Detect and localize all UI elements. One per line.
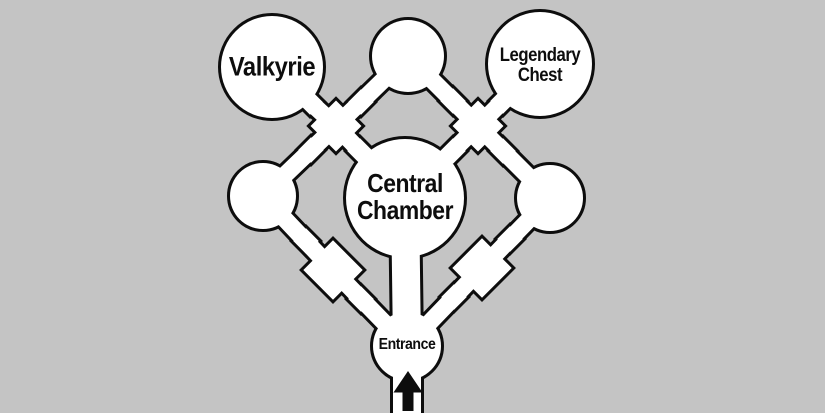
door-marker xyxy=(348,89,374,115)
room-label-central-chamber: Central Chamber xyxy=(356,168,454,225)
door-marker xyxy=(293,228,319,254)
room-legendary-chest xyxy=(488,12,592,116)
entrance-arrow-icon xyxy=(393,371,423,411)
door-marker xyxy=(440,88,466,114)
room-label-valkyrie: Valkyrie xyxy=(228,51,316,82)
door-marker xyxy=(298,137,324,163)
room-label-entrance: Entrance xyxy=(378,336,436,353)
room-entrance xyxy=(373,312,441,380)
room-central-chamber xyxy=(346,139,464,257)
room-label-legendary-chest: Legendary Chest xyxy=(500,46,581,86)
room-east-unlabeled xyxy=(517,165,583,231)
label-line: Chest xyxy=(517,65,563,86)
label-line: Legendary xyxy=(499,45,581,66)
door-marker xyxy=(441,284,467,310)
label-line: Chamber xyxy=(356,195,454,225)
door-marker xyxy=(497,226,523,252)
room-valkyrie xyxy=(221,16,323,118)
label-line: Central xyxy=(367,168,443,198)
door-marker xyxy=(348,286,374,312)
door-marker xyxy=(490,138,516,164)
room-west-unlabeled xyxy=(230,163,296,229)
room-north-unlabeled xyxy=(372,20,444,92)
